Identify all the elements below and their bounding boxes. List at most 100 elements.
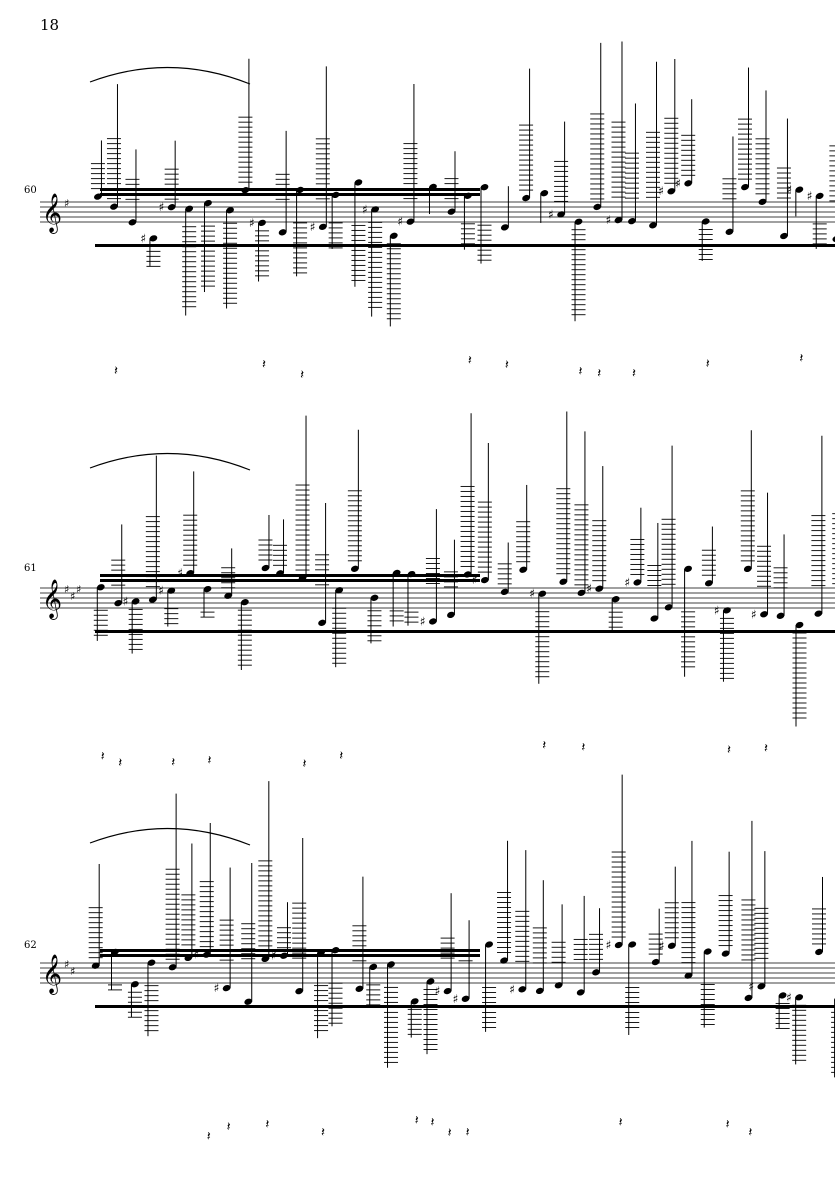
note-head <box>614 941 623 949</box>
note-head <box>518 986 527 993</box>
sharp-accidental-icon: ♯ <box>177 566 183 580</box>
sharp-accidental-icon: ♯ <box>140 231 146 245</box>
treble-clef-icon: 𝄞 <box>42 193 62 234</box>
note-head <box>757 983 766 990</box>
note-head <box>684 180 693 187</box>
rest-icon: 𝄽 <box>265 1118 269 1133</box>
sharp-accidental-icon: ♯ <box>472 573 478 587</box>
key-signature-sharp-icon: ♯ <box>70 965 75 978</box>
note-head <box>167 587 176 594</box>
rest-icon: 𝄽 <box>262 357 266 372</box>
beam <box>100 193 480 196</box>
rest-icon: 𝄽 <box>339 749 343 764</box>
note-head <box>355 985 364 992</box>
sharp-accidental-icon: ♯ <box>786 183 792 197</box>
note-head <box>701 218 710 225</box>
note-head <box>410 998 419 1005</box>
note-head <box>318 223 327 230</box>
rest-icon: 𝄽 <box>468 354 472 369</box>
note-head <box>576 989 585 996</box>
sharp-accidental-icon: ♯ <box>158 584 164 598</box>
rest-icon: 𝄽 <box>466 1126 470 1141</box>
rest-icon: 𝄽 <box>431 1115 435 1130</box>
rest-icon: 𝄽 <box>726 1117 730 1132</box>
sharp-accidental-icon: ♯ <box>453 992 459 1006</box>
sharp-accidental-icon: ♯ <box>362 202 368 216</box>
note-head <box>244 998 253 1005</box>
note-head <box>369 963 378 971</box>
note-head <box>650 615 659 622</box>
slur <box>89 452 251 471</box>
note-head <box>429 183 437 191</box>
note-head <box>131 981 139 988</box>
note-head <box>387 961 395 968</box>
page-number: 18 <box>40 16 60 34</box>
note-head <box>335 587 344 594</box>
beam <box>95 1005 835 1008</box>
note-head <box>593 203 602 211</box>
note-head <box>261 564 270 572</box>
note-head <box>371 206 380 213</box>
rest-icon: 𝄽 <box>114 364 118 379</box>
note-head <box>406 218 415 225</box>
note-head <box>426 978 435 985</box>
note-head <box>725 228 734 235</box>
note-head <box>815 192 824 200</box>
note-head <box>350 565 359 572</box>
note-head <box>814 610 823 617</box>
note-head <box>464 192 472 199</box>
note-head <box>241 187 250 194</box>
note-head <box>684 972 693 979</box>
note-head <box>167 204 176 211</box>
sharp-accidental-icon: ♯ <box>658 184 664 198</box>
note-head <box>480 576 489 584</box>
note-head <box>407 570 416 578</box>
sharp-accidental-icon: ♯ <box>435 984 441 998</box>
rest-icon: 𝄽 <box>632 367 636 382</box>
note-head <box>318 619 326 626</box>
note-head <box>741 183 749 191</box>
sharp-accidental-icon: ♯ <box>605 213 611 227</box>
note-head <box>522 194 530 202</box>
note-head <box>185 205 194 212</box>
rest-icon: 𝄽 <box>619 1116 623 1131</box>
rest-icon: 𝄽 <box>171 755 175 770</box>
note-head <box>295 987 304 995</box>
note-head <box>667 942 676 949</box>
slur <box>89 827 251 846</box>
note-head <box>795 994 804 1001</box>
note-head <box>628 218 636 225</box>
sharp-accidental-icon: ♯ <box>751 607 757 621</box>
note-head <box>94 193 102 200</box>
note-head <box>461 995 470 1002</box>
sharp-accidental-icon: ♯ <box>509 982 515 996</box>
slur <box>89 66 251 85</box>
sharp-accidental-icon: ♯ <box>194 948 200 962</box>
beam <box>100 949 480 952</box>
note-head <box>795 186 804 193</box>
note-head <box>261 955 270 963</box>
note-head <box>832 235 835 243</box>
rest-icon: 𝄽 <box>542 739 546 754</box>
key-signature-sharp-icon: ♯ <box>64 583 69 596</box>
note-head <box>500 588 509 595</box>
note-head <box>577 589 586 596</box>
note-head <box>222 984 231 992</box>
rest-icon: 𝄽 <box>227 1120 231 1135</box>
note-head <box>389 232 398 239</box>
rest-icon: 𝄽 <box>581 740 585 755</box>
beam <box>100 954 480 957</box>
note-head <box>703 948 712 955</box>
note-head <box>276 570 284 577</box>
sharp-accidental-icon: ♯ <box>786 990 792 1004</box>
rest-icon: 𝄽 <box>448 1126 452 1141</box>
note-head <box>370 594 379 601</box>
note-head <box>184 954 193 962</box>
note-head <box>723 607 731 614</box>
note-head <box>202 951 211 958</box>
sharp-accidental-icon: ♯ <box>659 939 665 953</box>
note-head <box>204 199 212 207</box>
note-head <box>111 948 119 956</box>
note-head <box>91 962 100 969</box>
